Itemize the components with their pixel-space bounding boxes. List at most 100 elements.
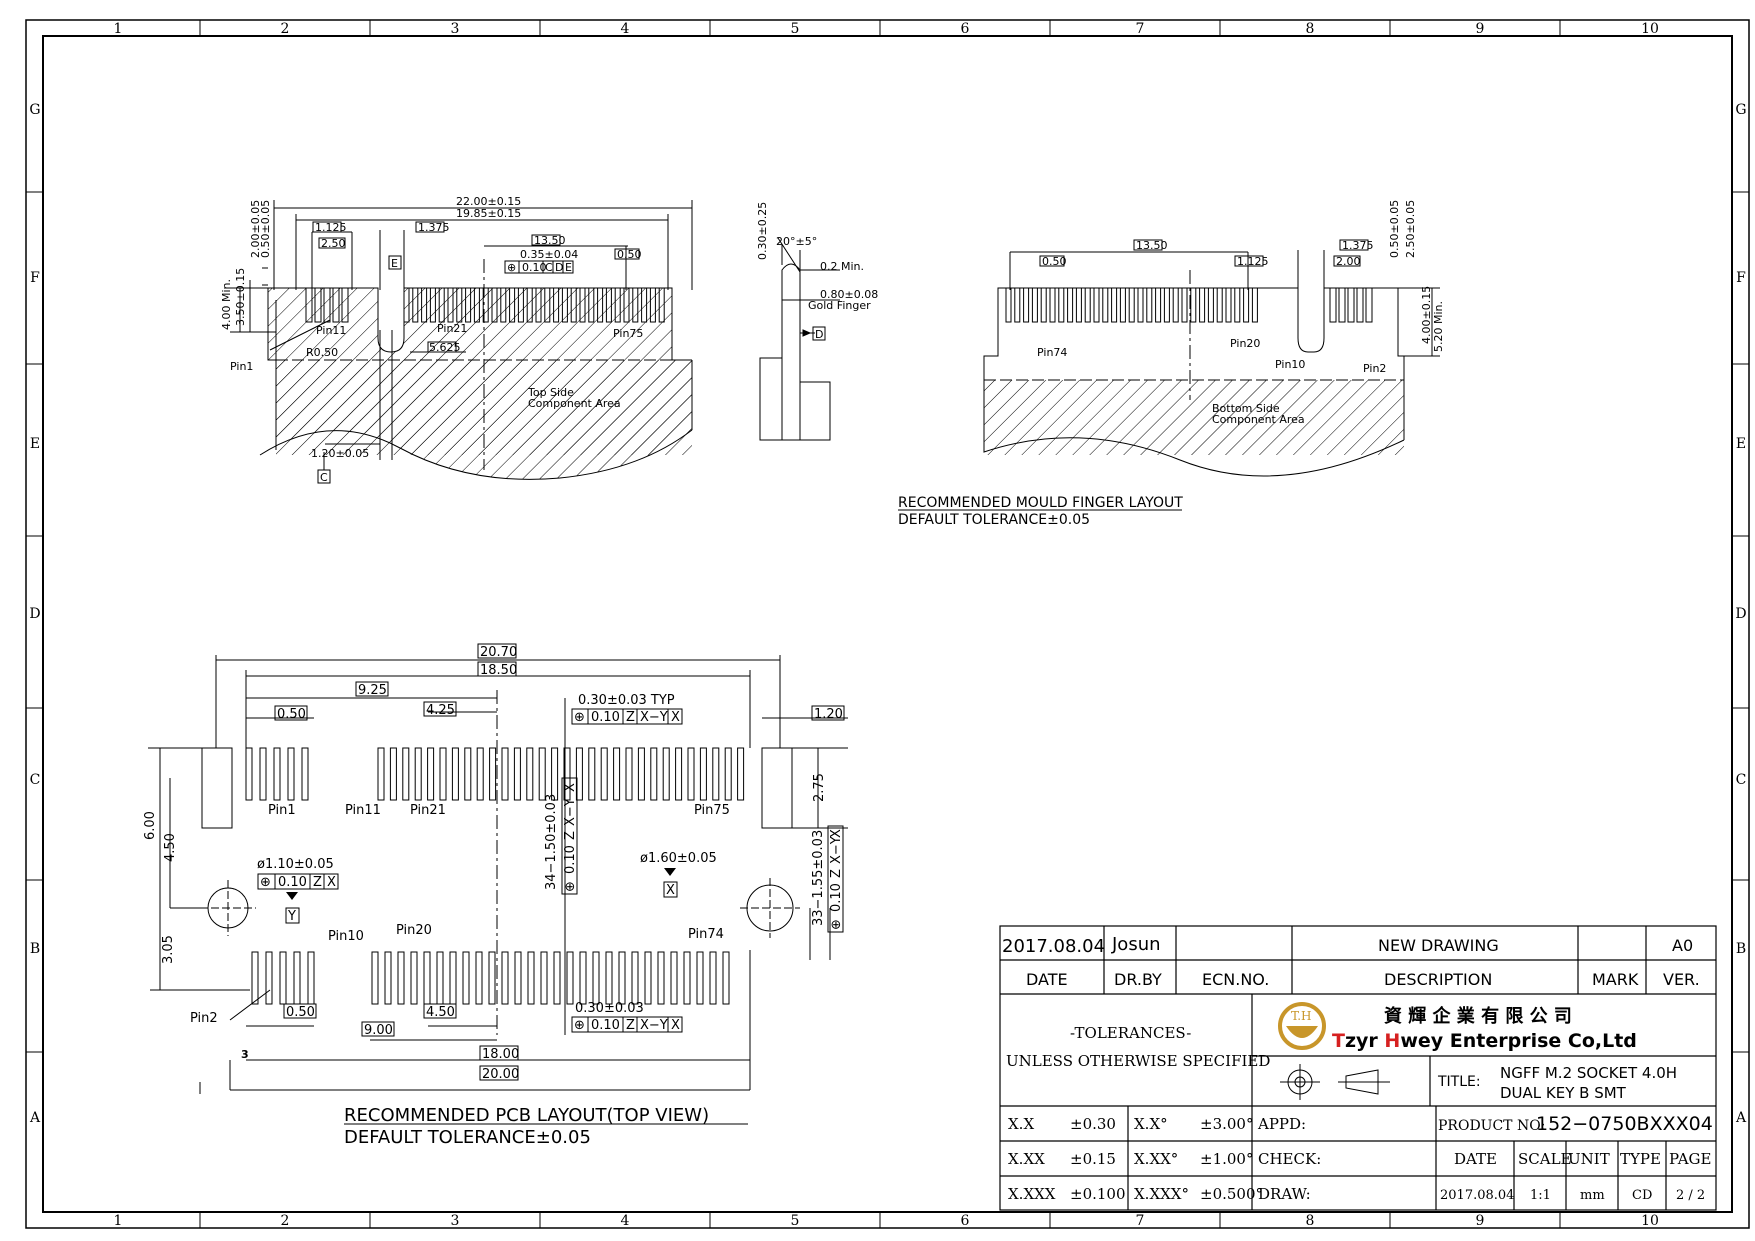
pin-pad <box>637 747 645 801</box>
col-label: 10 <box>1641 1213 1659 1229</box>
dim-600: 6.00 <box>143 811 158 840</box>
pin-label: Pin10 <box>1275 358 1305 371</box>
pin-pad <box>1347 287 1355 323</box>
datum-x: X <box>666 883 675 898</box>
pin-pad <box>488 951 496 1005</box>
dim-050: 0.50 <box>277 707 306 722</box>
dim-r050: R0.50 <box>306 346 338 359</box>
pin-pad <box>1172 287 1179 323</box>
svg-text:0.10: 0.10 <box>591 710 620 725</box>
svg-text:D: D <box>555 261 563 274</box>
svg-text:0.10: 0.10 <box>591 1018 620 1033</box>
pin-pad <box>1146 287 1153 323</box>
tolerance-sub: UNLESS OTHERWISE SPECIFIED <box>1006 1052 1270 1070</box>
dim-030b: 0.30±0.03 <box>575 1001 644 1016</box>
svg-text:X: X <box>671 1018 680 1033</box>
pin-pad <box>1338 287 1346 323</box>
pin-pad <box>1049 287 1056 323</box>
pin-pad <box>513 747 521 801</box>
dim-925: 9.25 <box>358 683 387 698</box>
svg-text:±0.500°: ±0.500° <box>1200 1185 1263 1203</box>
svg-text:⊕: ⊕ <box>563 881 578 892</box>
pin-pad <box>403 287 410 323</box>
pin-pad <box>491 287 498 323</box>
pin-pad <box>570 287 577 323</box>
area-text: Bottom Side <box>1212 402 1280 415</box>
svg-text:DATE: DATE <box>1454 1150 1497 1168</box>
pin-pad <box>384 951 392 1005</box>
bottom-view <box>983 250 1440 477</box>
svg-text:Z: Z <box>563 831 578 840</box>
col-label: 2 <box>281 1213 290 1229</box>
datum-d: D <box>815 328 823 341</box>
row-label: E <box>30 436 40 452</box>
dim-2070: 20.70 <box>480 645 517 660</box>
gold-finger-label: Gold Finger <box>808 299 871 312</box>
svg-text:±3.00°: ±3.00° <box>1200 1115 1253 1133</box>
draw-label: DRAW: <box>1258 1185 1311 1203</box>
pin-pad <box>592 951 600 1005</box>
pin-pad <box>341 287 349 323</box>
row-label: D <box>1735 606 1746 622</box>
pin-pad <box>696 951 704 1005</box>
pcb-view <box>148 655 848 1094</box>
header-date: DATE <box>1026 970 1068 989</box>
dim-1375: 1.375 <box>1342 239 1374 252</box>
pin-pad <box>588 747 596 801</box>
pin-label: Pin74 <box>1037 346 1067 359</box>
svg-text:Z: Z <box>829 869 844 878</box>
pin-pad <box>699 747 707 801</box>
svg-text:±0.100: ±0.100 <box>1070 1185 1126 1203</box>
svg-text:0.10: 0.10 <box>522 261 547 274</box>
dim-1375: 1.375 <box>418 221 450 234</box>
pin-pad <box>538 747 546 801</box>
row-label: F <box>1736 270 1746 286</box>
dim-400-v: 4.00 Min. <box>220 279 233 330</box>
pin-pad <box>566 951 574 1005</box>
dim-350-v: 3.50±0.15 <box>234 268 247 326</box>
bottom-pins-right <box>1329 287 1373 323</box>
dim-030: 0.30±0.25 <box>756 202 769 260</box>
pin-pad <box>1058 287 1065 323</box>
fcf-pcb-bottom: ⊕ 0.10 Z X−Y X <box>571 1016 683 1033</box>
pin-pad <box>1216 287 1223 323</box>
pin-pad <box>1102 287 1109 323</box>
pin-pad <box>1075 287 1082 323</box>
svg-text:X.X°: X.X° <box>1134 1115 1168 1133</box>
dim-1800: 18.00 <box>482 1047 519 1062</box>
svg-text:X−Y: X−Y <box>829 836 844 864</box>
dim-450b: 4.50 <box>426 1005 455 1020</box>
dim-1350: 13.50 <box>534 234 566 247</box>
pin-pad <box>509 287 516 323</box>
dim-5625: 5.625 <box>429 341 461 354</box>
pin-pad <box>553 287 560 323</box>
dim-050: 0.50 <box>1042 255 1067 268</box>
pin-pad <box>724 747 732 801</box>
pin-label: Pin1 <box>268 803 296 818</box>
svg-text:TYPE: TYPE <box>1620 1150 1661 1168</box>
pin-pad <box>421 287 428 323</box>
pin-pad <box>462 951 470 1005</box>
dim-angle: 20°±5° <box>776 235 817 248</box>
side-view <box>759 237 840 441</box>
pin-pad <box>1040 287 1047 323</box>
svg-text:X: X <box>563 783 578 792</box>
row-label: D <box>29 606 40 622</box>
pin-pad <box>500 287 507 323</box>
svg-text:X.XXX: X.XXX <box>1008 1185 1056 1203</box>
pin-pad <box>1365 287 1373 323</box>
fcf-pcb-top: ⊕ 0.10 Z X−Y X <box>571 708 683 725</box>
dim-02: 0.2 Min. <box>820 260 864 273</box>
pin-pad <box>613 747 621 801</box>
pcb-caption: RECOMMENDED PCB LAYOUT(TOP VIEW) <box>344 1105 709 1126</box>
dim-34: 34−1.50±0.03 <box>544 794 559 890</box>
pin-pad <box>1329 287 1337 323</box>
pin-pad <box>597 287 604 323</box>
pin-label: Pin2 <box>190 1011 218 1026</box>
title-line-1: NGFF M.2 SOCKET 4.0H <box>1500 1064 1677 1082</box>
pin-pad <box>1005 287 1012 323</box>
pin-pad <box>402 747 410 801</box>
dim-305: 3.05 <box>161 935 176 964</box>
note-3: 3 <box>241 1048 249 1061</box>
